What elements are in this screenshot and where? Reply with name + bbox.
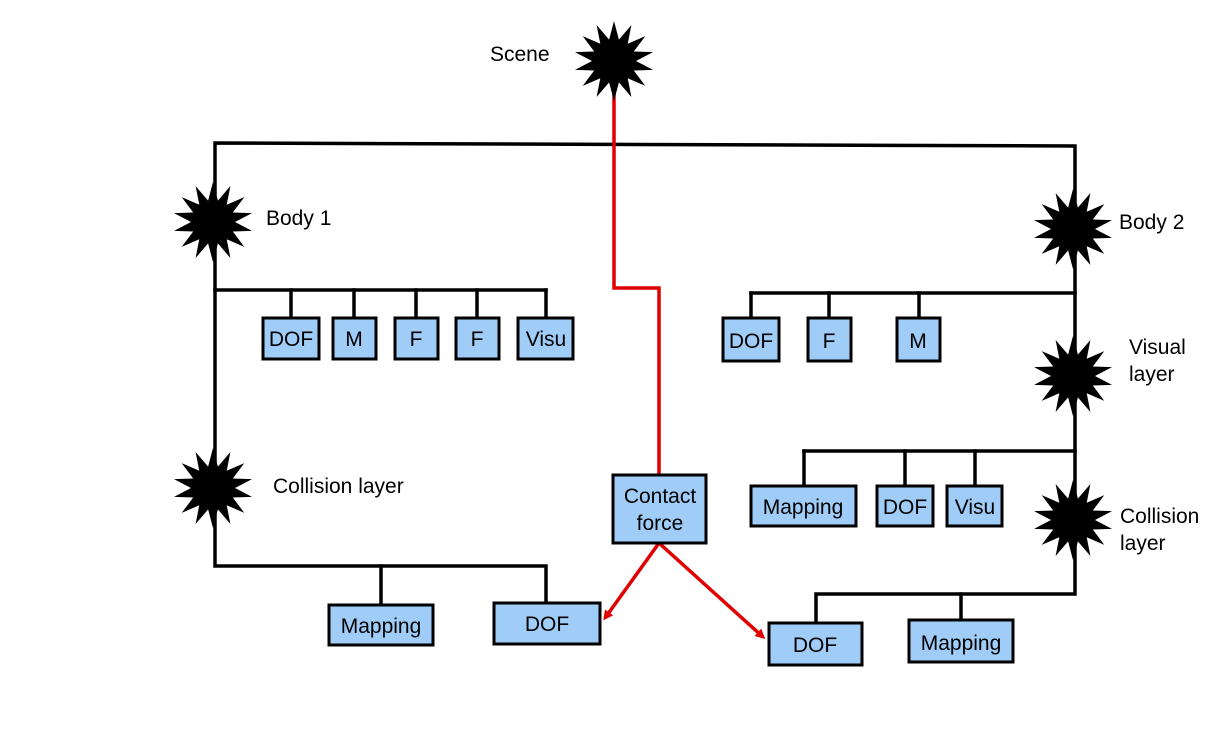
component-label: DOF <box>883 496 927 519</box>
component-box: DOF <box>721 316 781 363</box>
component-box: F <box>454 316 501 361</box>
component-label: DOF <box>793 634 837 657</box>
collision-left-star-icon <box>174 448 252 528</box>
collision-layer-right-label-line2: layer <box>1120 532 1166 555</box>
body2-components: DOF F M <box>721 316 942 363</box>
hierarchy-wires <box>213 141 1077 625</box>
component-box: DOF <box>492 601 602 646</box>
body2-label: Body 2 <box>1119 211 1184 234</box>
component-label: Mapping <box>763 496 844 519</box>
component-label: DOF <box>525 613 569 636</box>
contact-force-box: Contact force <box>611 473 708 545</box>
scene-label: Scene <box>490 43 550 66</box>
component-label: M <box>345 328 363 351</box>
component-box: F <box>393 316 440 361</box>
contact-force-label-line2: force <box>637 512 684 535</box>
component-box: Visu <box>516 316 575 361</box>
visual-layer-label-line2: layer <box>1129 363 1175 386</box>
component-box: F <box>806 316 853 363</box>
component-box: Mapping <box>327 603 435 647</box>
body1-components: DOF M F F Visu <box>261 316 575 361</box>
body1-label: Body 1 <box>266 207 331 230</box>
component-box: Mapping <box>749 484 858 528</box>
component-label: Visu <box>526 328 566 351</box>
component-box: M <box>895 316 942 363</box>
component-label: DOF <box>269 328 313 351</box>
component-label: F <box>410 328 423 351</box>
visual-layer-star-icon <box>1034 336 1112 416</box>
component-box: DOF <box>875 484 935 528</box>
component-label: Mapping <box>921 632 1002 655</box>
visual-layer-components: Mapping DOF Visu <box>749 484 1004 528</box>
component-label: Visu <box>955 496 995 519</box>
contact-path <box>603 58 766 640</box>
contact-force-node: Contact force <box>611 473 708 545</box>
body2-star-icon <box>1034 189 1112 269</box>
collision-layer-right-label-line1: Collision <box>1120 505 1199 528</box>
component-box: Mapping <box>907 618 1015 664</box>
component-box: Visu <box>945 484 1004 528</box>
component-box: M <box>331 316 378 361</box>
collision-left-components: Mapping DOF <box>327 601 602 647</box>
visual-layer-label-line1: Visual <box>1129 336 1186 359</box>
component-label: DOF <box>729 330 773 353</box>
collision-right-star-icon <box>1034 480 1112 560</box>
node-stars <box>174 21 1112 560</box>
component-box: DOF <box>261 316 321 361</box>
component-label: Mapping <box>341 615 422 638</box>
body1-star-icon <box>174 182 252 262</box>
component-label: F <box>823 330 836 353</box>
collision-right-components: DOF Mapping <box>767 618 1015 667</box>
component-box: DOF <box>767 621 864 667</box>
component-label: M <box>909 330 927 353</box>
component-label: F <box>471 328 484 351</box>
contact-force-label-line1: Contact <box>624 485 697 508</box>
scene-star-icon <box>575 21 653 101</box>
collision-layer-left-label: Collision layer <box>273 475 404 498</box>
node-labels: Scene Body 1 Body 2 Collision layer Visu… <box>266 43 1199 555</box>
